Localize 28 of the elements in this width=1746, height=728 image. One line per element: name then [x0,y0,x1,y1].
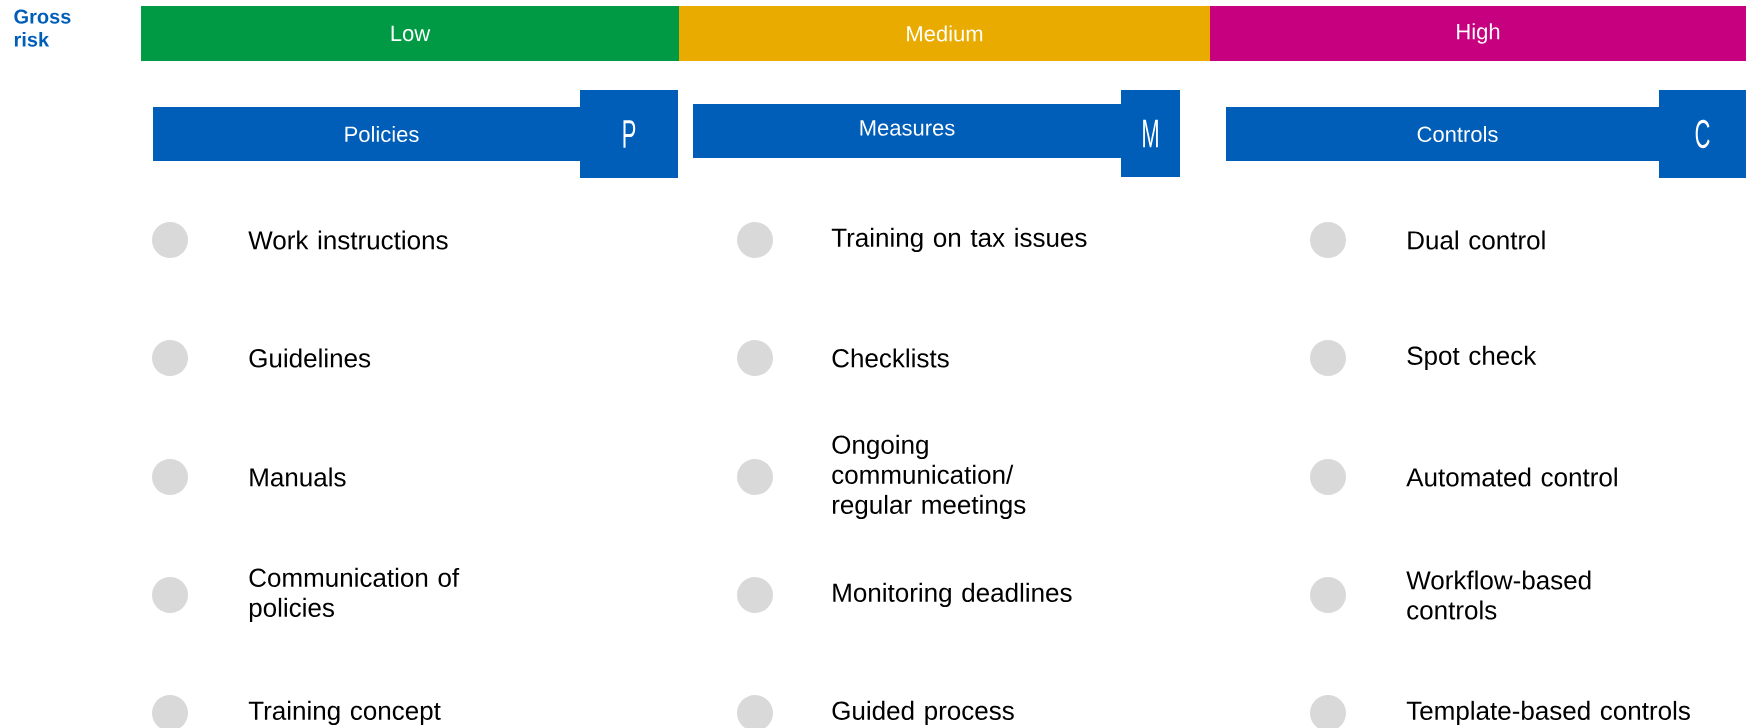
item-text: Communication of policies [249,567,460,623]
item-text: Training on tax issues [831,227,1087,253]
item-text: Training concept [248,700,441,726]
item-text: Dual control [1408,230,1545,250]
item-text: Ongoing communication/ regular meetings [832,434,1026,520]
item-text: Checklists [832,348,949,368]
node-label: Controls [1417,125,1498,143]
node-label: P [623,120,636,148]
item-text: Template-based controls [1406,700,1690,726]
node-label: C [1695,119,1710,149]
item-text: Workflow-based controls [1406,570,1591,620]
item-text: Automated control [1406,467,1617,487]
item-text: Guided process [832,700,1014,726]
node-label: Measures [860,120,955,136]
node-label: Policies [345,125,419,143]
item-text: Guidelines [249,348,371,368]
risk-band: High [1210,6,1746,61]
risk-band: Low [141,6,679,61]
risk-band: Medium [679,6,1210,61]
letter-box: M [1121,90,1180,177]
letter-box: C [1659,90,1746,178]
node-label: M [1143,119,1158,148]
item-text: Spot check [1407,345,1537,371]
letter-box: P [580,90,678,178]
item-text: Work instructions [248,230,448,250]
axis-title: Gross risk [14,9,71,47]
item-text: Monitoring deadlines [833,582,1072,608]
item-text: Manuals [250,467,346,487]
